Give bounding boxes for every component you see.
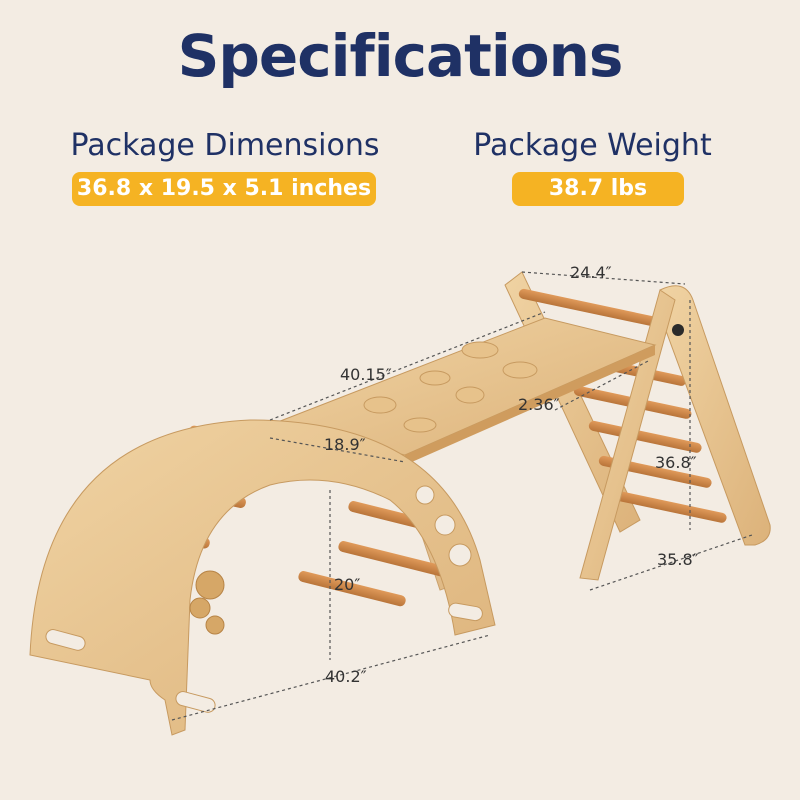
arch-height-label: 20″: [334, 575, 360, 594]
ramp-length-label: 40.15″: [340, 365, 392, 384]
arch-front-frame: [29, 419, 496, 736]
triangle-depth-label: 35.8″: [657, 550, 699, 569]
package-dimensions-badge: 36.8 x 19.5 x 5.1 inches: [72, 172, 376, 206]
arch-length-label: 40.2″: [325, 667, 367, 686]
triangle-width-label: 24.4″: [570, 263, 612, 282]
dimension-lines: [171, 271, 753, 721]
ramp-width-label: 18.9″: [324, 435, 366, 454]
page-title: Specifications: [177, 22, 624, 90]
ramp-thickness-label: 2.36″: [518, 395, 560, 414]
triangle-height-label: 36.8″: [655, 453, 697, 472]
package-weight-label: Package Weight: [473, 128, 712, 163]
triangle-front-frame: [579, 285, 771, 581]
package-dimensions-label: Package Dimensions: [70, 128, 380, 163]
package-weight-badge: 38.7 lbs: [512, 172, 684, 206]
